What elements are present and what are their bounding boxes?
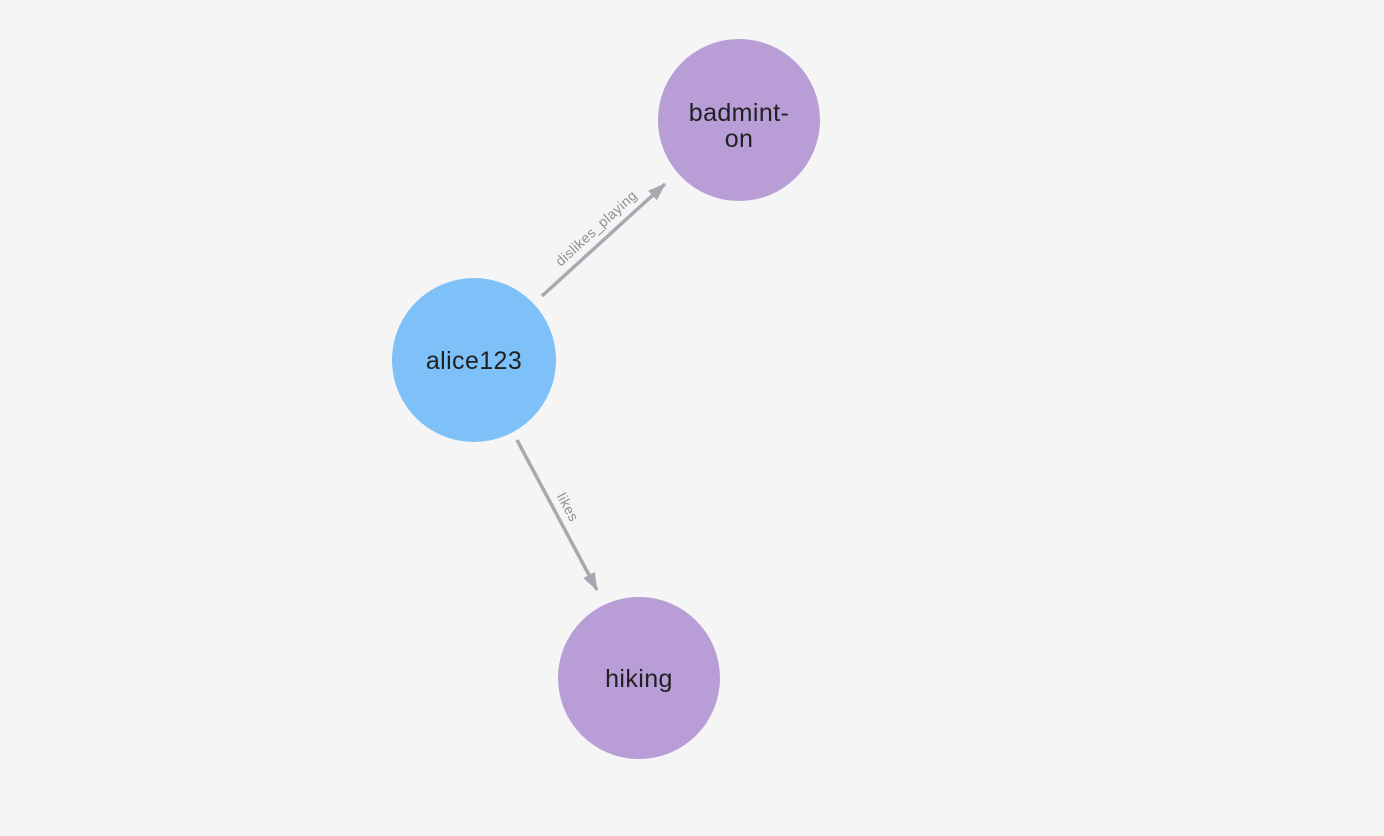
node-badminton[interactable]: badmint- on	[658, 39, 820, 201]
node-hiking[interactable]: hiking	[558, 597, 720, 759]
node-circle[interactable]	[558, 597, 720, 759]
node-alice123[interactable]: alice123	[392, 278, 556, 442]
node-circle[interactable]	[658, 39, 820, 201]
edge-line[interactable]	[515, 439, 599, 591]
edge-line[interactable]	[540, 182, 667, 298]
node-circle[interactable]	[392, 278, 556, 442]
